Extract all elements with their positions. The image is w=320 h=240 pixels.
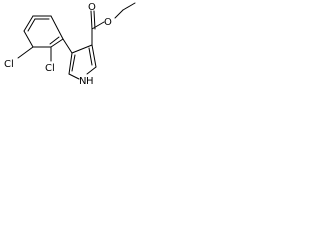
bond-phenyl-c3-c4: [23, 30, 34, 48]
bond-ethyl-ch3-ch2: [122, 2, 136, 11]
chlorine-2-label: Cl: [45, 63, 55, 74]
bond-phenyl-inner-1: [49, 36, 60, 45]
bond-pyrrole-c2-n: [86, 66, 97, 75]
bond-phenyl-c1-c2: [50, 38, 64, 48]
ester-oxygen-label: O: [104, 17, 112, 28]
bond-o-carbonyl-c: [91, 21, 105, 30]
carbonyl-oxygen-label: O: [88, 2, 96, 13]
bond-phenyl-c6-c1: [50, 15, 64, 40]
bond-carbonyl-c-o-double-1: [90, 10, 93, 30]
bond-pyrrole-c5-c4: [68, 52, 73, 75]
bond-pyrrole-c5-c4-inner: [71, 54, 76, 72]
chlorine-3-label: Cl: [4, 59, 14, 70]
bond-pyrrole-c3-c4: [71, 44, 93, 54]
bond-pyrrole-n-c5: [68, 73, 80, 80]
bond-phenyl-inner-2: [27, 18, 36, 32]
pyrrole-hydrogen-label: H: [86, 76, 94, 87]
bond-c3-cl: [17, 46, 34, 59]
bond-pyrrole-phenyl: [62, 38, 73, 54]
bond-carbonyl-c-o-double-2: [93, 10, 96, 30]
bond-ethyl-ch2-o: [114, 9, 124, 19]
bond-pyrrole-c3-c2-inner: [88, 47, 93, 66]
bond-pyrrole-c3-c2: [91, 44, 97, 68]
structure-diagram: O O N H Cl Cl: [4, 2, 136, 87]
pyrrole-nitrogen-label: N: [79, 76, 86, 87]
bond-phenyl-c4-c5: [23, 15, 34, 32]
